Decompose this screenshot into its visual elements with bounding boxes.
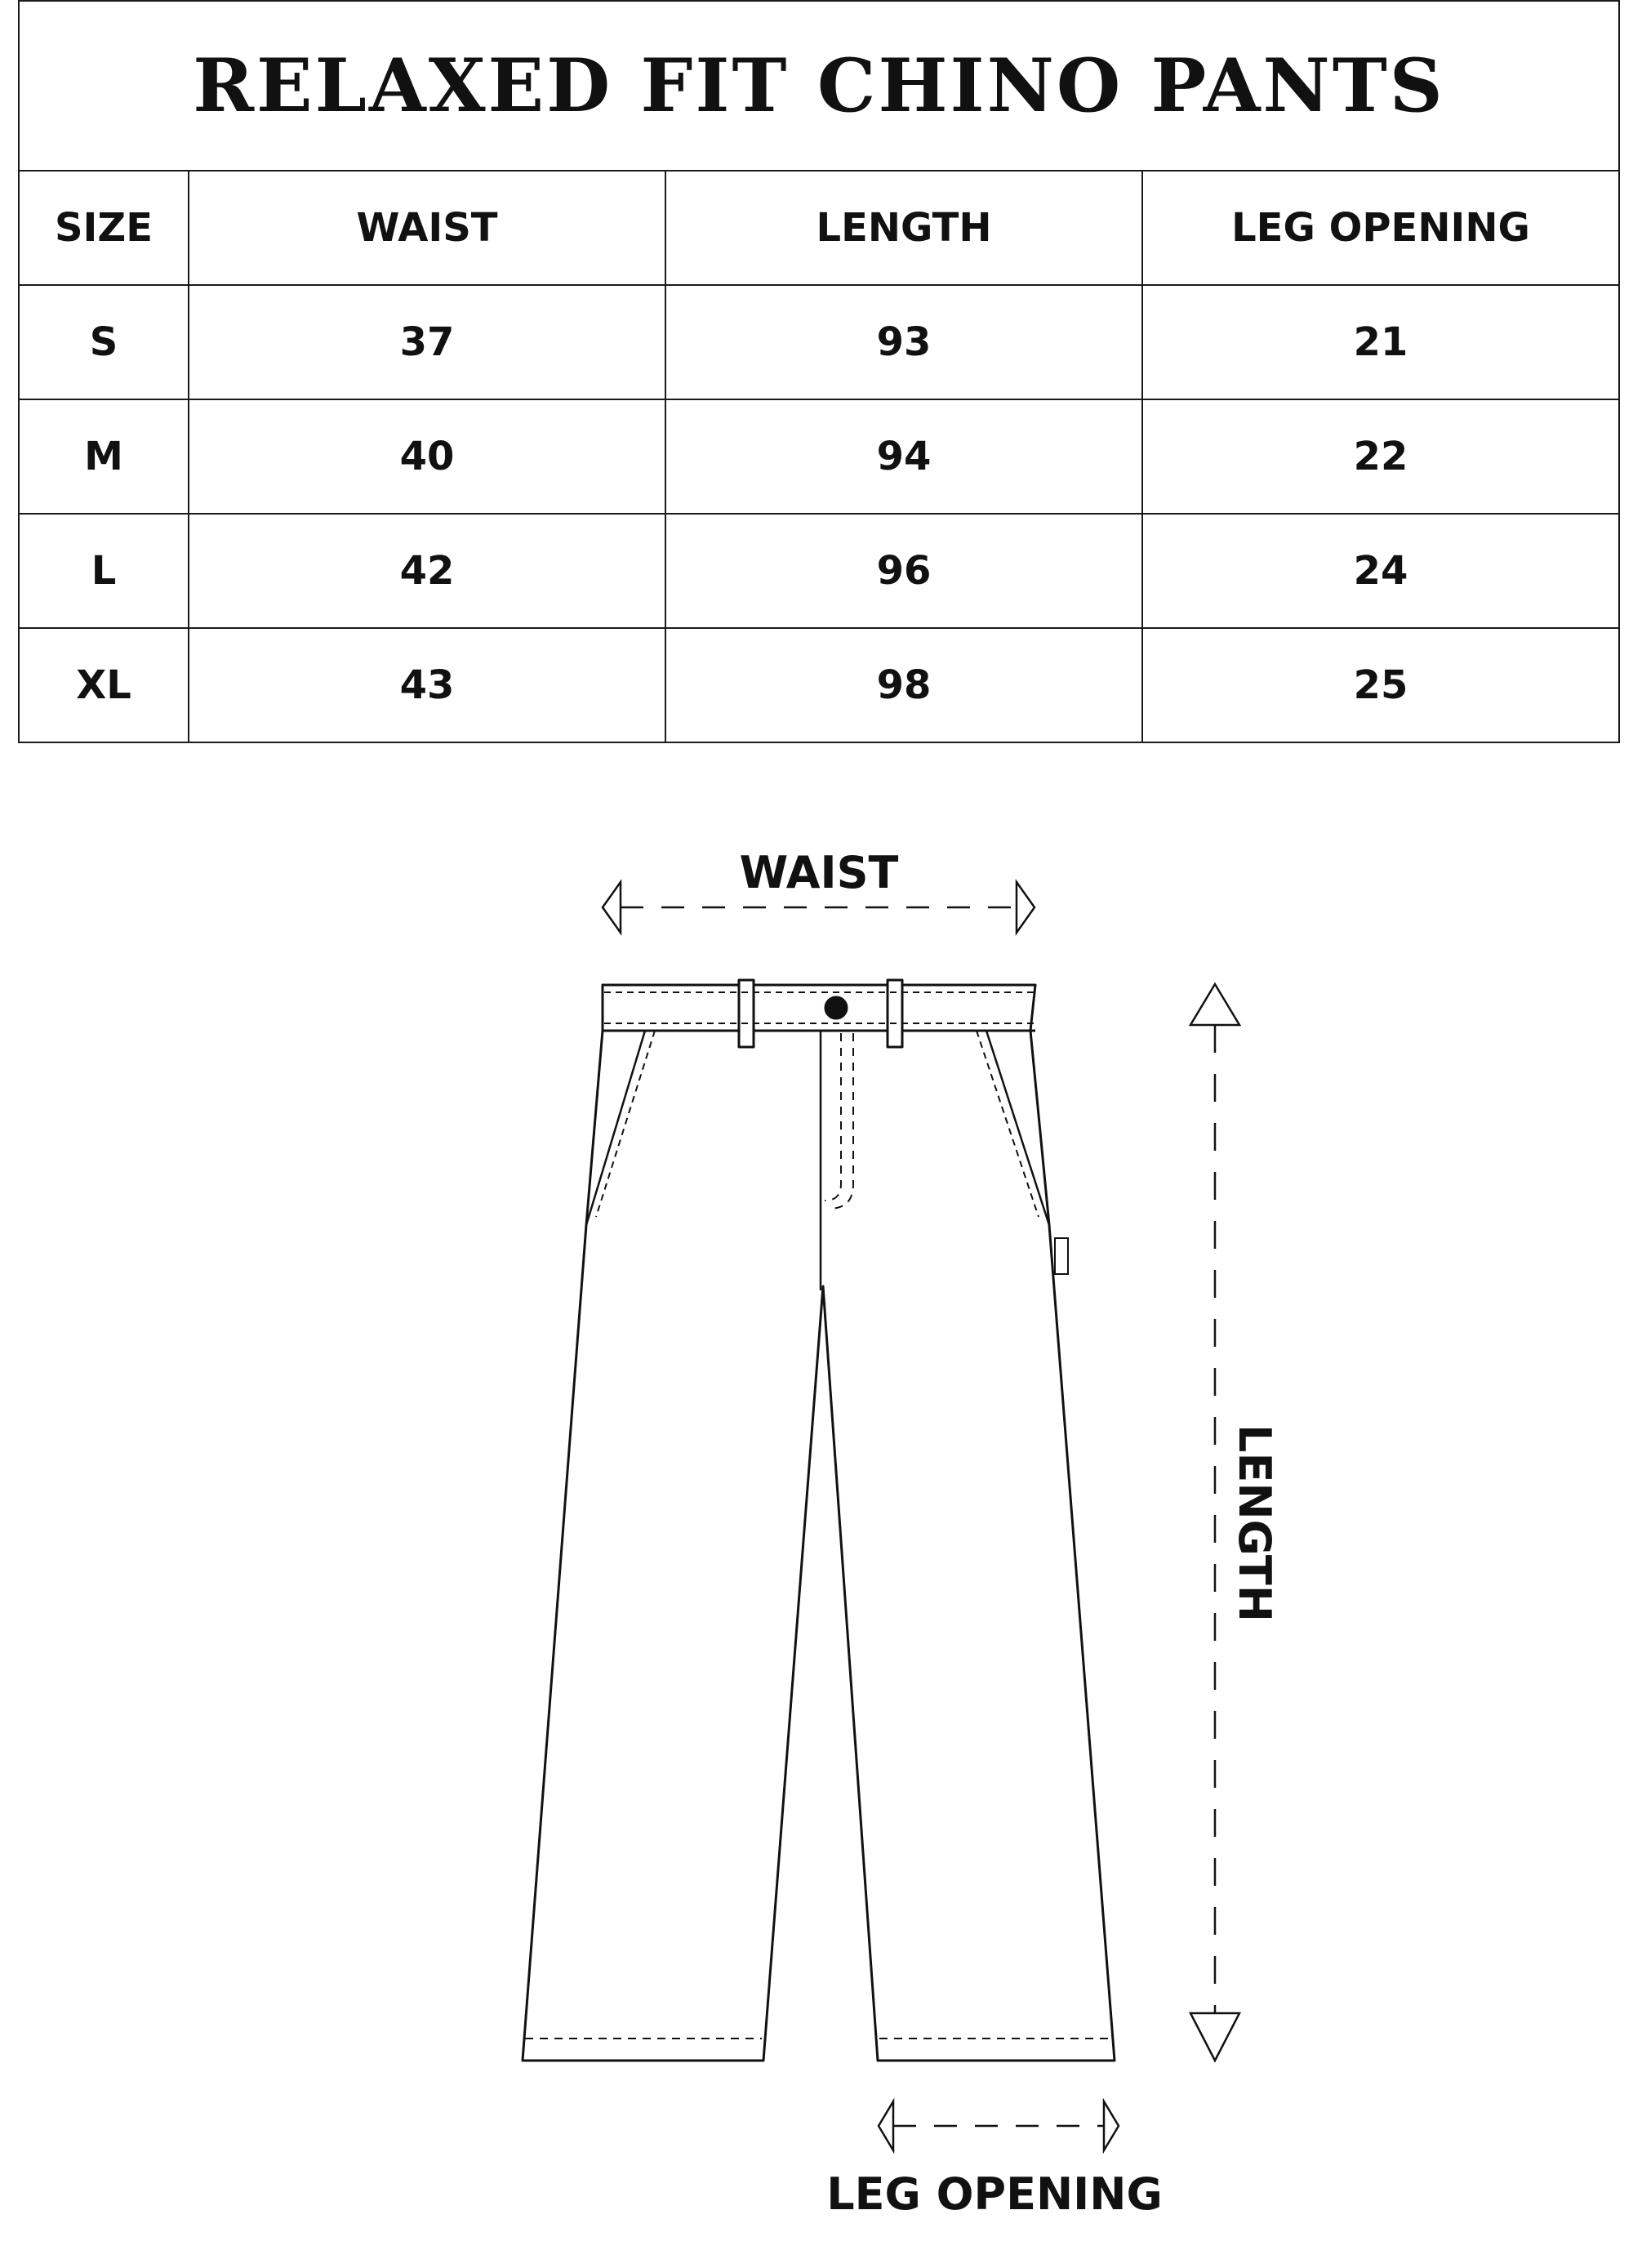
header-length: LENGTH bbox=[665, 170, 1143, 286]
cell-waist: 43 bbox=[188, 627, 666, 743]
length-label: LENGTH bbox=[1229, 1424, 1280, 1622]
cell-waist: 42 bbox=[188, 513, 666, 629]
chart-title: RELAXED FIT CHINO PANTS bbox=[17, 0, 1621, 172]
cell-waist: 37 bbox=[188, 284, 666, 400]
table-row: XL 43 98 25 bbox=[18, 627, 1621, 743]
header-size: SIZE bbox=[18, 170, 189, 286]
cell-size: M bbox=[18, 399, 189, 515]
table-row: M 40 94 22 bbox=[18, 399, 1621, 515]
cell-leg-opening: 22 bbox=[1141, 399, 1621, 515]
pants-stitch-lines bbox=[525, 991, 1113, 2039]
cell-size: XL bbox=[18, 627, 189, 743]
table-row: L 42 96 24 bbox=[18, 513, 1621, 629]
waist-arrow-icon bbox=[601, 879, 1036, 936]
cell-length: 94 bbox=[665, 399, 1143, 515]
cell-length: 93 bbox=[665, 284, 1143, 400]
side-tag-icon bbox=[1054, 1237, 1069, 1275]
table-row: S 37 93 21 bbox=[18, 284, 1621, 400]
cell-length: 98 bbox=[665, 627, 1143, 743]
cell-leg-opening: 25 bbox=[1141, 627, 1621, 743]
pants-outline-icon bbox=[521, 978, 1116, 2062]
cell-size: S bbox=[18, 284, 189, 400]
waist-label: WAIST bbox=[740, 847, 899, 898]
cell-leg-opening: 24 bbox=[1141, 513, 1621, 629]
cell-size: L bbox=[18, 513, 189, 629]
table-header-row: SIZE WAIST LENGTH LEG OPENING bbox=[18, 170, 1621, 286]
header-waist: WAIST bbox=[188, 170, 666, 286]
header-leg-opening: LEG OPENING bbox=[1141, 170, 1621, 286]
pants-measurement-diagram: WAIST bbox=[521, 847, 1280, 2220]
leg-opening-label: LEG OPENING bbox=[826, 2168, 1163, 2220]
size-chart-table: RELAXED FIT CHINO PANTS SIZE WAIST LENGT… bbox=[17, 0, 1621, 743]
cell-length: 96 bbox=[665, 513, 1143, 629]
cell-waist: 40 bbox=[188, 399, 666, 515]
length-arrow-icon bbox=[1188, 982, 1242, 2063]
leg-opening-arrow-icon bbox=[877, 2097, 1120, 2154]
cell-leg-opening: 21 bbox=[1141, 284, 1621, 400]
